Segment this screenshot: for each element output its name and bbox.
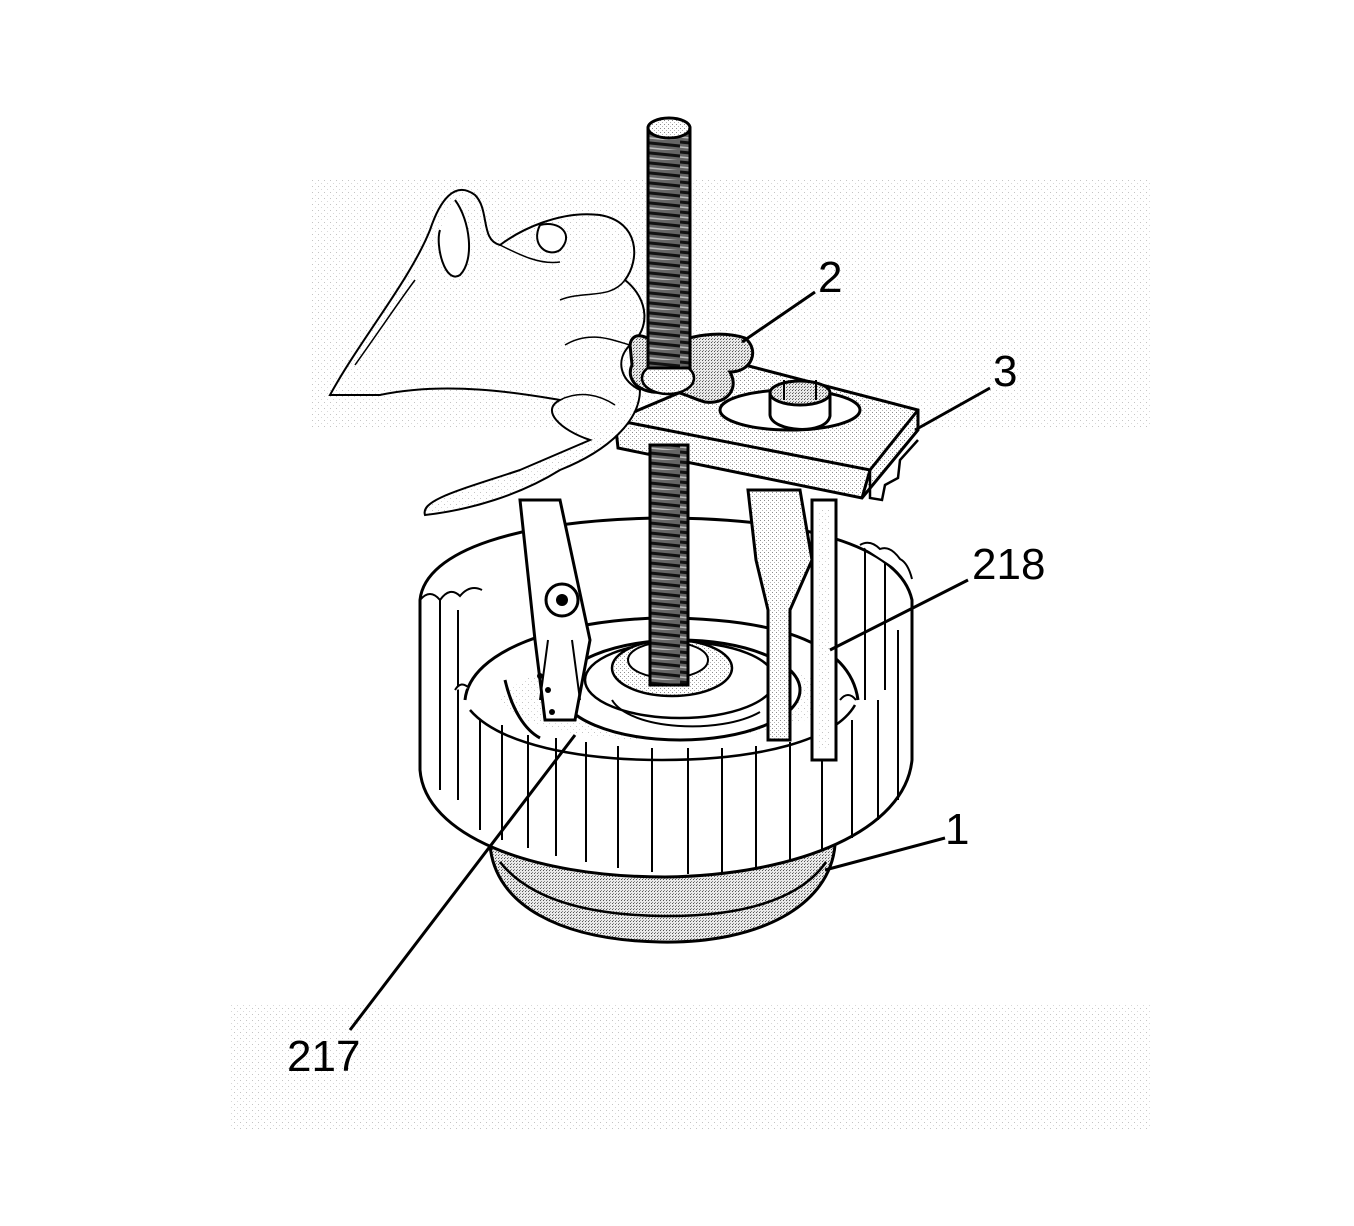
callout-label-3: 3 bbox=[993, 347, 1018, 396]
leader-1 bbox=[824, 836, 946, 872]
pliers-icon bbox=[503, 498, 592, 740]
callout-label-218: 218 bbox=[972, 540, 1046, 589]
callout-label-217: 217 bbox=[287, 1032, 361, 1081]
bridge-leg bbox=[746, 488, 838, 762]
leader-3 bbox=[914, 386, 991, 432]
leader-218 bbox=[829, 578, 969, 652]
threaded-rod-icon bbox=[646, 116, 692, 687]
callout-label-1: 1 bbox=[945, 805, 970, 854]
leader-lines bbox=[348, 290, 991, 1031]
leader-217 bbox=[348, 734, 577, 1031]
hand-icon bbox=[328, 189, 646, 517]
leader-2 bbox=[741, 290, 816, 344]
callout-label-2: 2 bbox=[818, 253, 843, 302]
background-stipple bbox=[230, 1005, 1150, 1130]
